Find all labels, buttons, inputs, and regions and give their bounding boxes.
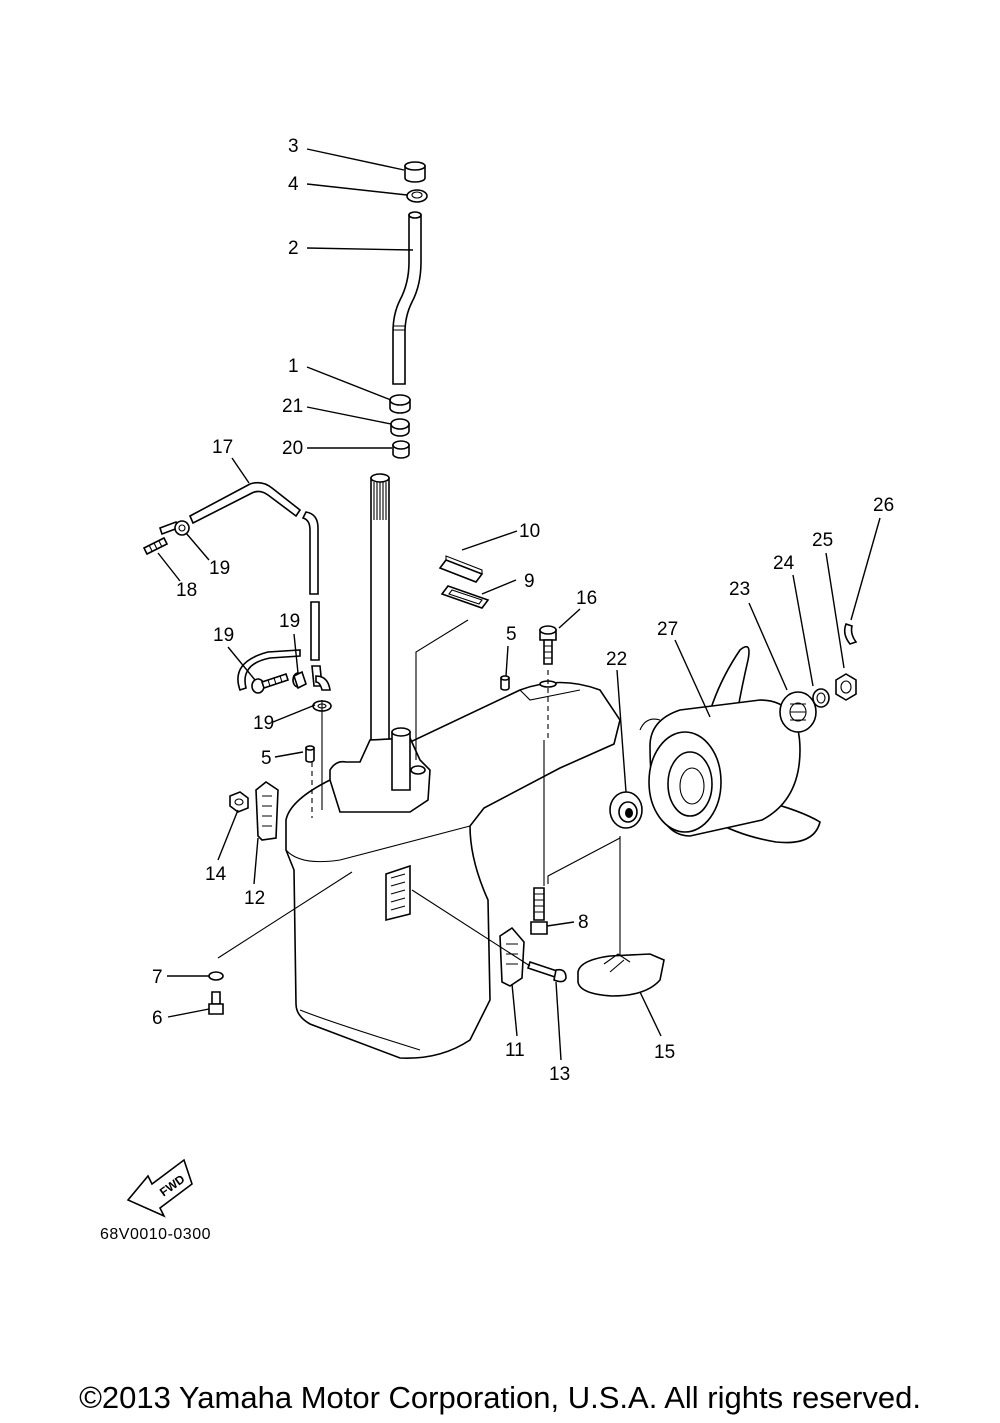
callout-15: 15 <box>654 1042 675 1063</box>
part-26-cotter-pin <box>843 623 858 645</box>
callout-18: 18 <box>176 580 197 601</box>
part-10-plate <box>438 555 484 583</box>
part-23-spacer <box>779 691 817 733</box>
callout-11: 11 <box>505 1040 525 1061</box>
callout-5-left: 5 <box>261 748 272 769</box>
callout-6: 6 <box>152 1008 163 1029</box>
callout-4: 4 <box>288 174 299 195</box>
callout-27: 27 <box>657 619 678 640</box>
callout-16: 16 <box>576 588 597 609</box>
part-8-bolt <box>530 887 548 935</box>
part-19-clip-a <box>174 520 190 536</box>
part-5-dowel-b <box>305 745 315 763</box>
callout-23: 23 <box>729 579 750 600</box>
callout-19-top: 19 <box>209 558 230 579</box>
copyright-notice: ©2013 Yamaha Motor Corporation, U.S.A. A… <box>79 1380 921 1415</box>
part-21-seal <box>390 418 410 437</box>
part-22-thrust-washer <box>609 791 643 829</box>
callout-22: 22 <box>606 649 627 670</box>
callout-24: 24 <box>773 553 795 574</box>
water-inlet-screen <box>385 864 411 922</box>
part-3-cap <box>404 161 426 183</box>
callout-12: 12 <box>244 888 265 909</box>
part-20-seal <box>392 440 410 459</box>
callout-25: 25 <box>812 530 833 551</box>
callout-3: 3 <box>288 136 299 157</box>
part-24-washer <box>812 688 830 708</box>
callout-10: 10 <box>519 521 540 542</box>
callout-numbers: 3 4 2 1 21 20 17 19 18 10 9 26 25 24 23 … <box>152 136 894 1085</box>
leader-lines <box>157 148 881 1061</box>
part-9-gasket <box>440 585 490 609</box>
part-27-propeller <box>639 645 821 844</box>
callout-19-mid: 19 <box>279 611 300 632</box>
callout-17: 17 <box>212 437 233 458</box>
part-17-hose <box>188 481 331 692</box>
part-19-clip-c <box>292 670 307 690</box>
part-14-nut <box>229 791 249 813</box>
part-11-anode <box>499 926 525 987</box>
callout-9: 9 <box>524 571 535 592</box>
part-4-grommet <box>406 189 428 203</box>
callout-2: 2 <box>288 238 299 259</box>
part-18-nipple <box>142 520 180 556</box>
part-12-anode <box>255 781 279 841</box>
part-13-bolt <box>526 960 567 983</box>
part-5-dowel-a <box>500 675 510 691</box>
part-25-nut <box>835 673 857 701</box>
callout-19-lower: 19 <box>253 713 274 734</box>
assembly-lines <box>217 619 621 967</box>
callout-19-left: 19 <box>213 625 234 646</box>
callout-1: 1 <box>288 356 299 377</box>
callout-5-right: 5 <box>506 624 517 645</box>
part-16-bolt <box>539 625 557 665</box>
callout-13: 13 <box>549 1064 570 1085</box>
diagram-code: 68V0010-0300 <box>100 1226 211 1243</box>
callout-7: 7 <box>152 967 163 988</box>
callout-21: 21 <box>282 396 303 417</box>
callout-26: 26 <box>873 495 894 516</box>
part-19-clip-b <box>251 672 290 694</box>
part-6-bolt <box>208 991 224 1015</box>
part-1-seal <box>389 394 411 414</box>
callout-20: 20 <box>282 438 303 459</box>
callout-8: 8 <box>578 912 589 933</box>
drive-shaft <box>370 473 390 741</box>
part-7-washer <box>208 971 224 981</box>
lower-case-housing <box>285 680 621 1059</box>
fwd-arrow-icon: FWD <box>126 1158 193 1218</box>
callout-14: 14 <box>205 864 227 885</box>
part-2-water-tube <box>392 211 422 385</box>
part-15-trim-tab <box>577 953 665 997</box>
